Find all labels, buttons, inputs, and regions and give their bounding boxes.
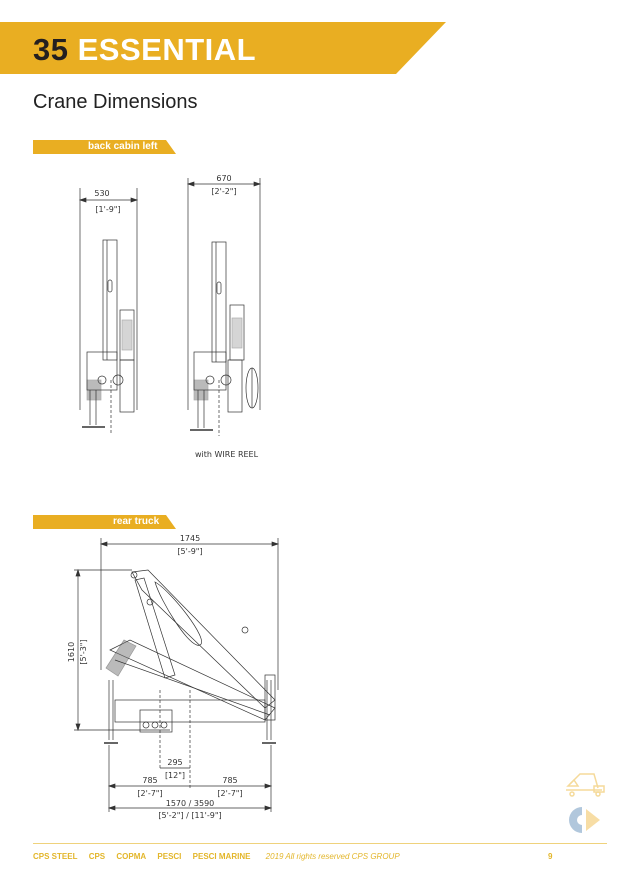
footer-brand: CPS <box>88 852 106 861</box>
section-tag-label: rear truck <box>113 516 160 527</box>
page-title: 35 ESSENTIAL <box>33 30 256 70</box>
model-name: ESSENTIAL <box>77 32 257 67</box>
cps-group-logo-icon <box>569 807 600 833</box>
dimension-overall-width: 1745 <box>180 534 200 543</box>
dimension-right-half: 785 <box>222 776 237 785</box>
section-tag-label: back cabin left <box>88 141 158 152</box>
section-tag-back-cabin-left: back cabin left <box>33 140 176 154</box>
drawing-caption-wire-reel: with WIRE REEL <box>195 450 259 459</box>
dimension-right-half-imperial: [2'-7"] <box>217 789 242 798</box>
dimension-width-imperial: [1'-9"] <box>95 205 120 214</box>
footer-brand: CPS STEEL <box>33 852 78 861</box>
footer-copyright: 2019 All rights reserved CPS GROUP <box>265 852 400 861</box>
dimension-height: 1610 <box>67 642 76 662</box>
drawing-back-cabin-left-wire-reel: 670 [2'-2"] <box>186 174 262 436</box>
dimension-height-imperial: [5'-3"] <box>79 639 88 664</box>
dimension-overall-width-imperial: [5'-9"] <box>177 547 202 556</box>
footer-brand: PESCI <box>157 852 182 861</box>
drawing-back-cabin-left: 530 [1'-9"] <box>78 188 139 435</box>
dimension-stabilizer-span-imperial: [5'-2"] / [11'-9"] <box>158 811 221 820</box>
section-title: Crane Dimensions <box>33 91 198 113</box>
footer-divider <box>33 843 607 844</box>
crane-truck-icon <box>566 773 605 797</box>
dimension-width: 670 <box>216 174 231 183</box>
title-banner <box>0 22 446 74</box>
dimension-stabilizer-span: 1570 / 3590 <box>166 799 215 808</box>
model-number: 35 <box>33 32 69 67</box>
footer: CPS STEEL CPS COPMA PESCI PESCI MARINE 2… <box>33 852 400 861</box>
dimension-offset-imperial: [12"] <box>165 771 185 780</box>
dimension-left-half-imperial: [2'-7"] <box>137 789 162 798</box>
banner-shape <box>0 22 446 74</box>
dimension-offset: 295 <box>167 758 182 767</box>
dimension-left-half: 785 <box>142 776 157 785</box>
page-number: 9 <box>548 852 553 861</box>
dimension-width: 530 <box>94 189 109 198</box>
drawing-rear-truck: 1745 [5'-9"] 1610 [5'-3"] 295 [12"] 785 … <box>67 534 280 820</box>
footer-brand: COPMA <box>116 852 147 861</box>
dimension-width-imperial: [2'-2"] <box>211 187 236 196</box>
footer-brand: PESCI MARINE <box>192 852 251 861</box>
section-tag-rear-truck: rear truck <box>33 515 176 529</box>
